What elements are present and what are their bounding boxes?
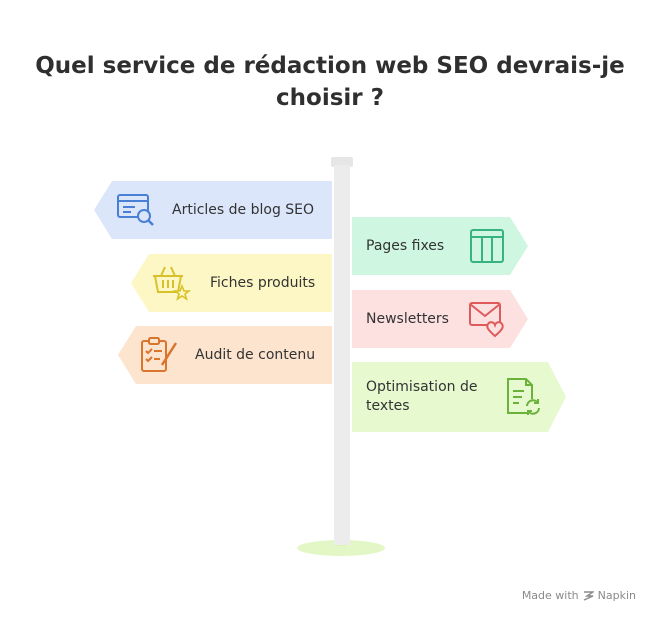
table-layout-icon (470, 229, 504, 263)
clipboard-check-icon (141, 337, 178, 372)
seo-search-icon (117, 194, 154, 226)
sign-label: Fiches produits (210, 275, 316, 291)
sign-newsletters[interactable]: Newsletters (352, 290, 528, 348)
sign-audit-de-contenu[interactable]: Audit de contenu (118, 326, 332, 384)
document-refresh-icon (507, 378, 541, 415)
sign-label: Audit de contenu (195, 347, 316, 363)
mail-heart-icon (469, 302, 504, 338)
made-with-text: Made with (521, 589, 579, 602)
made-with-napkin: Made with Napkin (522, 589, 636, 602)
sign-fiches-produits[interactable]: Fiches produits (131, 254, 332, 312)
grass-base (297, 540, 385, 556)
sign-shape (352, 217, 528, 275)
sign-label: Optimisation de textes (366, 379, 478, 414)
sign-label: Newsletters (366, 311, 449, 327)
sign-shape (118, 326, 332, 384)
napkin-logo-icon (583, 591, 594, 601)
pole-shaft (334, 165, 350, 545)
sign-label: Pages fixes (366, 238, 445, 254)
sign-articles-de-blog-seo[interactable]: Articles de blog SEO (94, 181, 332, 239)
basket-star-icon (153, 266, 191, 301)
pole-cap (331, 157, 353, 167)
napkin-brand: Napkin (597, 589, 636, 602)
sign-shape (131, 254, 332, 312)
page-title: Quel service de rédaction web SEO devrai… (35, 53, 625, 111)
sign-optimisation-de-textes[interactable]: Optimisation de textes (352, 362, 566, 432)
sign-pages-fixes[interactable]: Pages fixes (352, 217, 528, 275)
sign-label: Articles de blog SEO (172, 202, 315, 218)
sign-shape (352, 290, 528, 348)
